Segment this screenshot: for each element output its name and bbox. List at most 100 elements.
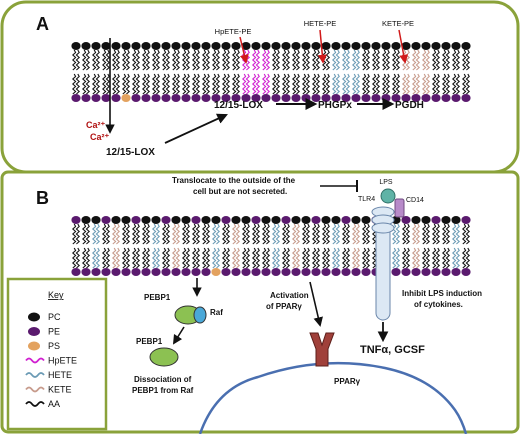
lipid-head: [351, 268, 361, 276]
lipid-tail: [315, 223, 321, 245]
calcium-label-1: Ca²⁺: [86, 120, 106, 130]
lipid-tail: [225, 73, 231, 95]
lipid-head: [291, 216, 301, 224]
lipid-tail: [141, 223, 147, 245]
lipid-head: [101, 268, 111, 276]
lipid-head: [271, 94, 281, 102]
lipid-tail: [381, 73, 387, 95]
lipid-head: [221, 94, 231, 102]
lipid-head: [201, 94, 211, 102]
lipid-tail: [151, 223, 157, 245]
lipid-tail: [221, 49, 227, 71]
lipid-head: [401, 268, 411, 276]
lipid-tail: [85, 73, 91, 95]
lipid-head: [451, 268, 461, 276]
lipid-tail: [431, 73, 437, 95]
lipid-tail: [291, 49, 297, 71]
lipid-head: [341, 94, 351, 102]
lipid-head: [111, 268, 121, 276]
lipid-head: [171, 42, 181, 50]
lipid-tail: [291, 247, 297, 269]
lipid-head: [421, 216, 431, 224]
lipid-tail: [131, 247, 137, 269]
lipid-head: [231, 94, 241, 102]
panel-b-label: B: [36, 188, 49, 208]
lipid-tail: [91, 49, 97, 71]
lipid-tail: [151, 49, 157, 71]
legend-swatch-pc: [28, 312, 40, 322]
lipid-tail: [461, 49, 467, 71]
raf-label: Raf: [210, 308, 223, 317]
lipid-head: [331, 94, 341, 102]
panel-a-label: A: [36, 14, 49, 34]
lipid-head: [461, 216, 471, 224]
lipid-tail: [455, 223, 461, 245]
lipid-tail: [285, 73, 291, 95]
legend-swatch-hete: [25, 372, 45, 378]
lipid-tail: [251, 49, 257, 71]
lipid-head: [451, 94, 461, 102]
lipid-tail: [225, 49, 231, 71]
lipid-tail: [295, 49, 301, 71]
lipid-tail: [135, 73, 141, 95]
lipid-tail: [101, 223, 107, 245]
lipid-tail: [261, 223, 267, 245]
lipid-head: [201, 268, 211, 276]
lipid-head: [241, 216, 251, 224]
lipid-tail: [105, 49, 111, 71]
lipid-head: [231, 216, 241, 224]
lipid-tail: [341, 49, 347, 71]
lipid-tail: [215, 73, 221, 95]
lipid-tail: [125, 247, 131, 269]
lipid-tail: [281, 223, 287, 245]
activation-text-2: of PPARγ: [266, 302, 302, 311]
lipid-tail: [155, 49, 161, 71]
lipid-tail: [431, 247, 437, 269]
lipid-tail: [295, 223, 301, 245]
lipid-head: [161, 94, 171, 102]
lipid-tail: [181, 223, 187, 245]
lipid-tail: [335, 223, 341, 245]
legend-label-hpete: HpETE: [48, 356, 77, 366]
lipid-head: [421, 94, 431, 102]
lipid-tail: [151, 247, 157, 269]
lipid-head: [381, 42, 391, 50]
lipid-tail: [155, 247, 161, 269]
lipid-tail: [341, 73, 347, 95]
lipid-tail: [305, 73, 311, 95]
lipid-head: [331, 268, 341, 276]
legend-label-aa: AA: [48, 399, 60, 409]
lipid-head: [211, 216, 221, 224]
lipid-tail: [301, 73, 307, 95]
lipid-tail: [221, 223, 227, 245]
pebp1-top-label: PEBP1: [144, 293, 171, 302]
legend-title: Key: [48, 290, 64, 300]
lipid-head: [91, 94, 101, 102]
lipid-tail: [121, 73, 127, 95]
lipid-tail: [215, 223, 221, 245]
lipid-head: [461, 42, 471, 50]
lipid-tail: [351, 247, 357, 269]
lipid-tail: [145, 73, 151, 95]
lipid-tail: [325, 247, 331, 269]
lipid-tail: [111, 73, 117, 95]
lipid-tail: [265, 223, 271, 245]
calcium-label-2: Ca²⁺: [90, 132, 110, 142]
lipid-head: [121, 268, 131, 276]
legend-swatch-hpete: [25, 357, 45, 364]
lipid-head: [281, 94, 291, 102]
lipid-tail: [281, 73, 287, 95]
lipid-tail: [95, 247, 101, 269]
lipid-tail: [465, 73, 471, 95]
lipid-head: [91, 216, 101, 224]
lipid-tail: [111, 223, 117, 245]
lipid-tail: [211, 73, 217, 95]
lipid-tail: [81, 73, 87, 95]
lipid-head: [321, 94, 331, 102]
lipid-tail: [441, 73, 447, 95]
lipid-tail: [451, 49, 457, 71]
dissociation-text-1: Dissociation of: [134, 375, 192, 384]
lipid-tail: [355, 73, 361, 95]
lipid-head: [171, 268, 181, 276]
